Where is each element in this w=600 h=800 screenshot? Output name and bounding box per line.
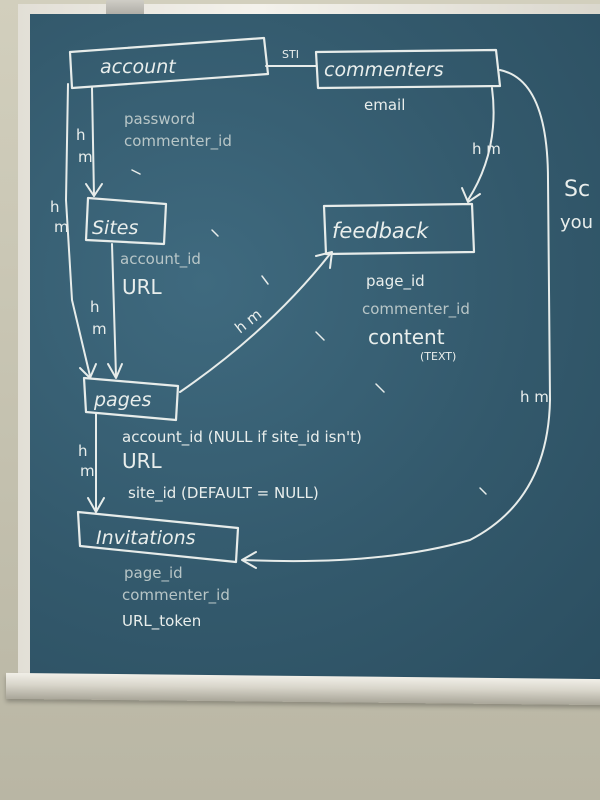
edge-account-commenters: STI [265,48,317,67]
entity-attribute: page_id [366,272,425,291]
entity-name: Sites [92,217,138,239]
edge-label: h [50,198,60,216]
entity-attribute: page_id [124,564,183,583]
edge-pages-feedback: h m [179,251,333,393]
entity-attribute: commenter_id [362,300,470,319]
entity-box [322,202,476,256]
entity-name: feedback [332,219,429,243]
entity-attribute: URL_token [122,612,201,631]
entity-attribute: (TEXT) [420,350,456,363]
entity-name: Invitations [96,527,196,549]
edge-label: h m [520,388,549,406]
margin-notes: Sc you [560,177,593,233]
edge-commenters-feedback: h m [461,87,501,203]
edge-label: h [78,442,88,460]
entity-attribute: account_id (NULL if site_id isn't) [122,428,362,447]
margin-note: Sc [564,177,590,202]
edge-label: m [80,462,95,480]
entity-pages: pages account_id (NULL if site_id isn't)… [82,376,362,503]
entity-box [68,36,270,90]
entity-attribute: site_id (DEFAULT = NULL) [128,484,319,503]
entity-attribute: URL [122,275,163,299]
entity-attribute: password [124,110,195,128]
entity-box [82,376,180,422]
entity-sites: Sites account_id URL [84,196,201,299]
entity-attribute: commenter_id [122,586,230,605]
edge-label: h [90,298,100,316]
entity-box [76,510,240,564]
edge-commenters-invitations: h m [241,69,551,569]
entity-attribute: account_id [120,250,201,269]
chalkboard [30,14,600,684]
edge-label: m [78,148,93,166]
edge-label: h [76,126,86,144]
edge-pages-invitations: h m [78,413,105,513]
edge-label: m [54,218,69,236]
margin-note: you [560,212,593,233]
entity-box [314,48,502,90]
edge-label: m [92,320,107,338]
edge-sites-pages: h m [90,243,123,379]
chalk-smudges [131,169,487,495]
entity-attribute: content [368,325,445,349]
edge-label: h m [472,140,501,158]
entity-name: pages [93,389,151,411]
entity-attribute: URL [122,449,163,473]
entity-box [84,196,168,246]
entity-attribute: email [364,96,405,114]
edge-label: h m [231,305,265,337]
entity-invitations: Invitations page_id commenter_id URL_tok… [76,510,240,631]
edge-account-sites: h m [76,87,103,197]
edge-label: STI [282,48,299,61]
edge-account-pages: h m [50,83,97,379]
entity-feedback: feedback page_id commenter_id content (T… [322,202,476,363]
entity-name: account [100,56,177,78]
entity-account: account password commenter_id [68,36,270,151]
entity-commenters: commenters email [314,48,502,114]
entity-attribute: commenter_id [124,132,232,151]
entity-name: commenters [324,59,444,81]
